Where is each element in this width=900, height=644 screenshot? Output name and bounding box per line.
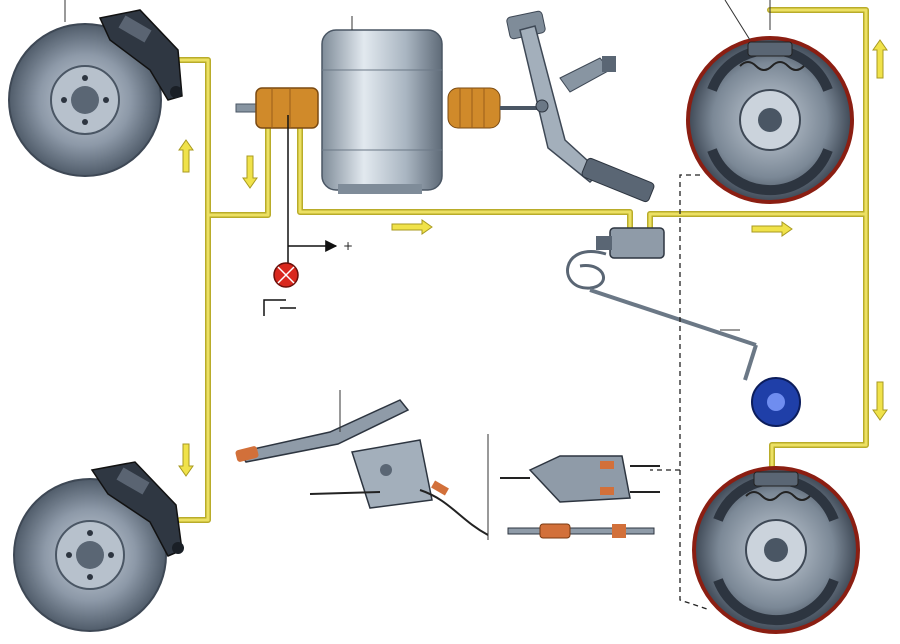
plus-terminal-label: + — [343, 239, 353, 253]
flow-arrow-right-rear — [751, 221, 793, 237]
rear-drum-brake-bottom — [692, 466, 860, 634]
flow-arrows — [178, 39, 888, 477]
return-spring — [739, 61, 805, 71]
leader-lines — [64, 0, 771, 540]
rear-drum-brake-top — [686, 36, 854, 204]
brake-pedal — [506, 10, 655, 203]
lever-handle — [238, 399, 410, 463]
front-disc-brake-top — [8, 9, 183, 177]
brake-pressure-regulator — [566, 227, 801, 427]
flow-arrow-down-rear — [872, 381, 888, 421]
lever-bracket — [351, 439, 433, 509]
cable-equalizer — [500, 455, 660, 539]
flow-arrow-down-front-left — [178, 443, 194, 477]
pedal-arm — [519, 25, 602, 184]
booster-bellows — [447, 87, 501, 129]
parking-brake-lever — [235, 399, 489, 536]
brake-fluid-reservoir — [255, 87, 319, 129]
regulator-linkage — [589, 288, 757, 347]
vacuum-booster — [321, 29, 443, 191]
equalizer-body — [528, 455, 631, 503]
regulator-body — [609, 227, 665, 259]
wheel-cylinder — [753, 471, 799, 487]
flow-arrow-right-center — [391, 219, 433, 235]
brake-caliper — [98, 9, 183, 101]
cable-adjuster-rod — [507, 527, 655, 535]
return-spring — [745, 491, 811, 501]
lever-cable — [419, 489, 489, 536]
pedal-pad — [581, 157, 655, 203]
wheel-cylinder — [747, 41, 793, 57]
flow-arrow-up-rear — [872, 39, 888, 79]
parking-brake-cables — [650, 174, 711, 611]
flow-arrow-up-front-left — [178, 139, 194, 173]
front-disc-brake-bottom — [13, 461, 184, 632]
warning-circuit — [263, 115, 338, 316]
flow-arrow-down-master — [242, 155, 258, 189]
regulator-spring — [566, 250, 607, 290]
brake-lines — [177, 7, 869, 523]
master-cylinder-booster — [235, 29, 540, 194]
